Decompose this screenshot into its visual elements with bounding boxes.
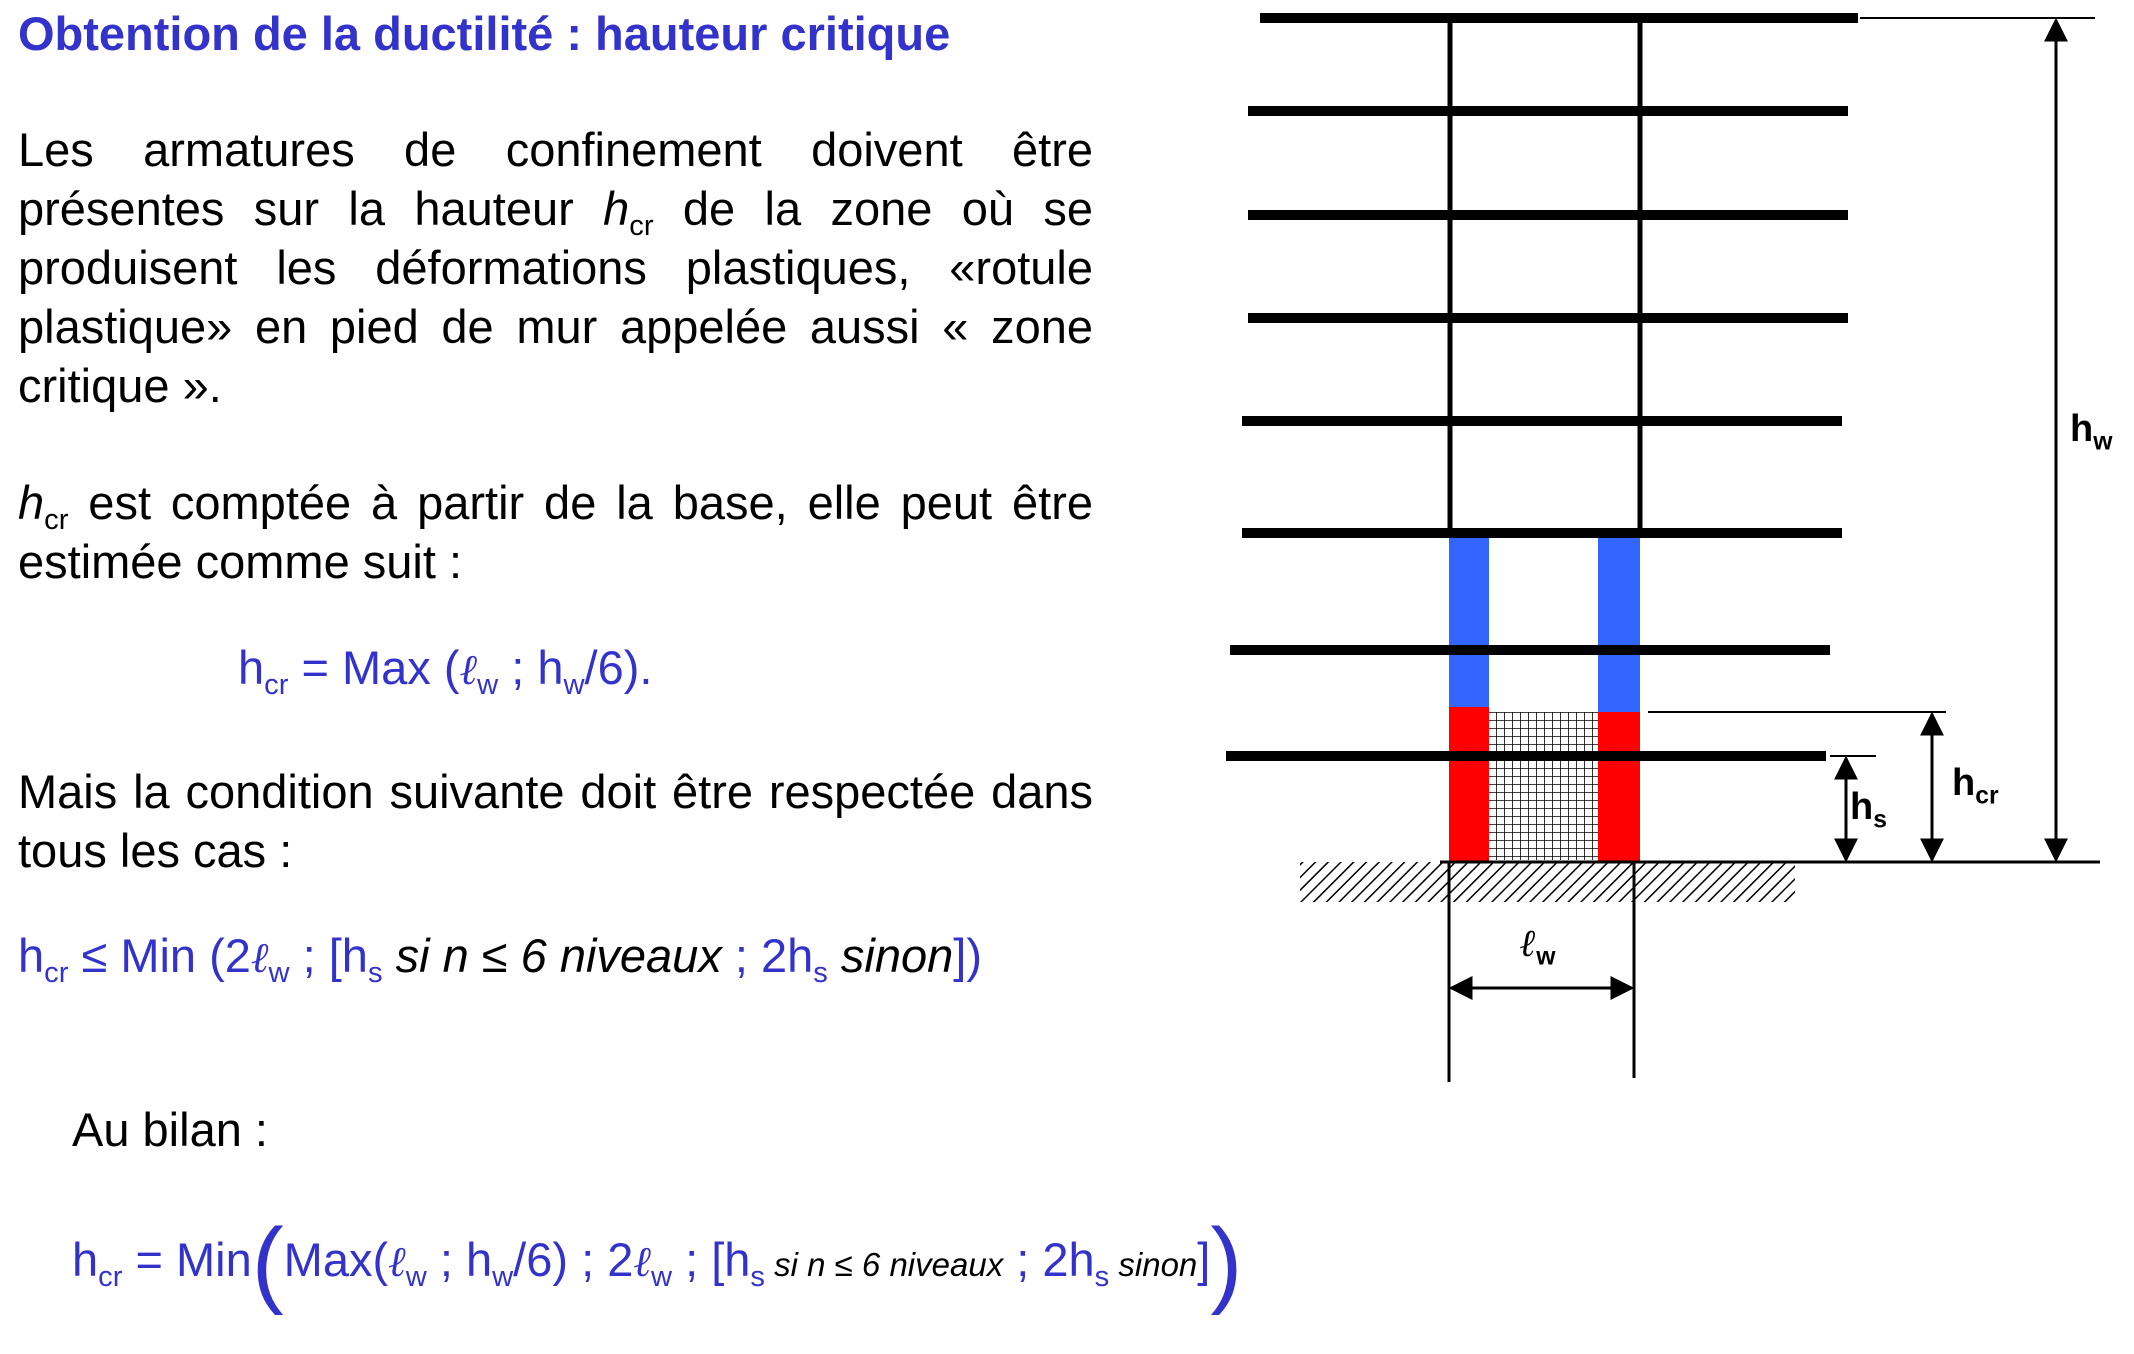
label-hw: hw: [2070, 408, 2113, 456]
page-title: Obtention de la ductilité : hauteur crit…: [18, 7, 951, 60]
paragraph-summary: Au bilan :: [72, 1103, 268, 1156]
label-hs: hs: [1850, 786, 1887, 834]
symbol-h: h: [603, 182, 630, 235]
symbol-h: h: [18, 476, 45, 529]
critical-zone-mesh: [1488, 712, 1598, 860]
label-lw: ℓw: [1520, 920, 1556, 971]
text: est comptée à partir de la base, elle pe…: [18, 476, 1093, 588]
text: de la zone où se produisent les déformat…: [18, 182, 1093, 412]
formula-hcr-max: hcr = Max (ℓw ; hw/6).: [238, 641, 653, 702]
subscript: cr: [629, 210, 654, 243]
formula-summary: hcr = Min(Max(ℓw ; hw/6) ; 2ℓw ; [hs si …: [72, 1209, 1243, 1317]
ground-hatch: [1300, 862, 1795, 902]
label-hcr: hcr: [1952, 762, 1999, 810]
confinement-upper-left: [1449, 537, 1489, 707]
paragraph-hcr-base: hcr est comptée à partir de la base, ell…: [18, 473, 1093, 591]
formula-hcr-min: hcr ≤ Min (2ℓw ; [hs si n ≤ 6 niveaux ; …: [18, 929, 982, 990]
floor-slabs: [1226, 13, 1858, 761]
confinement-lower-left: [1449, 707, 1489, 862]
subscript: cr: [44, 504, 69, 537]
paragraph-confinement: Les armatures de confinement doivent êtr…: [18, 120, 1093, 415]
confinement-lower-right: [1598, 712, 1640, 862]
paragraph-condition: Mais la condition suivante doit être res…: [18, 765, 1093, 877]
confinement-upper-right: [1598, 537, 1640, 712]
text: Les armatures de confinement doivent êtr…: [18, 123, 1093, 235]
